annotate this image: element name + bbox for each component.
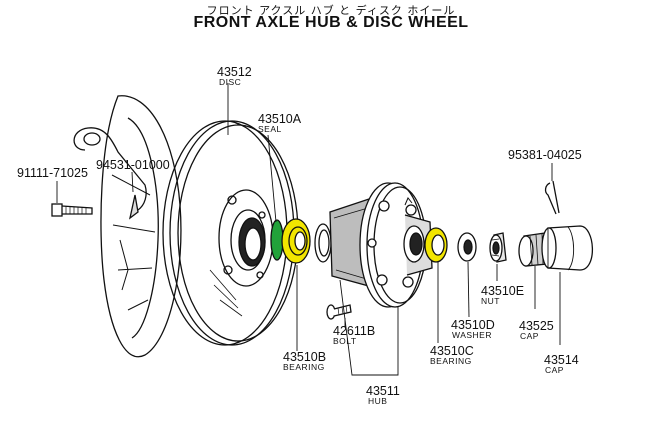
seal-ring — [270, 219, 284, 261]
label-43510d-number: 43510D — [451, 318, 495, 332]
label-43510d-desc: WASHER — [452, 330, 492, 340]
knuckle-backing-plate — [73, 95, 182, 358]
label-43510a-desc: SEAL — [258, 124, 282, 134]
label-43510e-number: 43510E — [481, 284, 525, 298]
label-43525-number: 43525 — [519, 319, 554, 333]
cap-43514 — [541, 225, 593, 271]
castle-nut — [489, 232, 507, 263]
label-43512-desc: DISC — [219, 77, 242, 87]
label-91111-number: 91111-71025 — [17, 166, 88, 180]
label-43510b-desc: BEARING — [283, 362, 325, 372]
bolt-91111 — [51, 203, 93, 217]
label-43514-desc: CAP — [545, 365, 564, 375]
cap-43525 — [518, 232, 548, 267]
title-japanese: フロント アクスル ハブ と ディスク ホイール — [206, 4, 456, 17]
label-42611b-number: 42611B — [333, 324, 376, 338]
label-43511-desc: HUB — [368, 396, 388, 406]
label-43510c-desc: BEARING — [430, 356, 472, 366]
label-43525-desc: CAP — [520, 331, 539, 341]
bearing-b — [281, 218, 311, 264]
label-43510c-number: 43510C — [430, 344, 474, 358]
label-43512-number: 43512 — [217, 65, 252, 79]
label-94531-number: 94531-01000 — [96, 158, 170, 172]
cotter-pin — [544, 180, 560, 215]
label-43511-number: 43511 — [366, 384, 400, 398]
label-43510b-number: 43510B — [283, 350, 327, 364]
hub — [329, 182, 433, 308]
bearing-c — [424, 227, 448, 263]
label-43510e-desc: NUT — [481, 296, 500, 306]
washer — [457, 232, 477, 262]
label-42611b-desc: BOLT — [333, 336, 357, 346]
label-43510a-number: 43510A — [258, 112, 302, 126]
leader-lines — [56, 83, 561, 376]
bolt-42611b — [326, 304, 352, 320]
label-95381-number: 95381-04025 — [508, 148, 582, 162]
title: FRONT AXLE HUB & DISC WHEEL — [193, 14, 469, 31]
label-43514-number: 43514 — [544, 353, 579, 367]
